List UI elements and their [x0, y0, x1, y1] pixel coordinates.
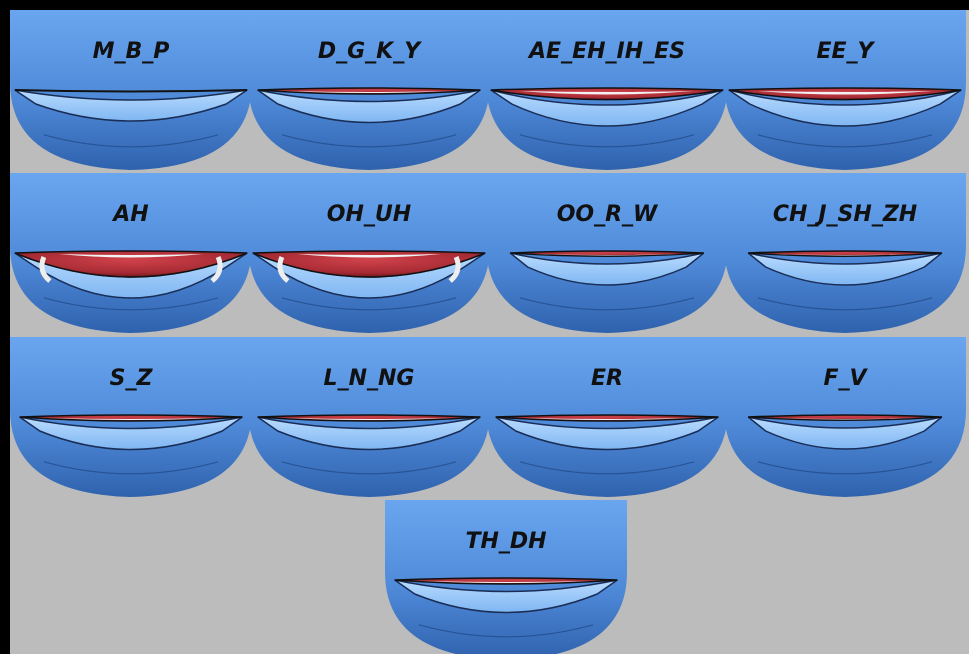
viseme-label: M_B_P: [93, 39, 170, 64]
viseme-tile: AH: [10, 173, 252, 333]
lower-lip: [728, 89, 962, 127]
chin-line: [519, 461, 695, 475]
viseme-label: TH_DH: [465, 529, 546, 554]
teeth-right: [448, 256, 461, 283]
viseme-label: EE_Y: [817, 39, 876, 64]
viseme-label: OO_R_W: [557, 202, 659, 227]
teeth-left: [277, 256, 290, 283]
chin-line: [519, 134, 695, 148]
mouth-opening: [510, 250, 704, 257]
head-shape: [10, 10, 252, 170]
teeth: [534, 254, 680, 256]
chin-line: [281, 461, 457, 475]
teeth: [519, 91, 695, 95]
teeth: [757, 91, 933, 95]
chin-line: [43, 461, 219, 475]
chin-line: [757, 297, 933, 311]
left-border: [0, 0, 10, 654]
teeth-left: [39, 256, 52, 283]
mouth-opening: [748, 250, 942, 257]
chin-line: [43, 297, 219, 311]
viseme-label: ER: [591, 366, 623, 391]
viseme-tile: OH_UH: [248, 173, 490, 333]
viseme-tile: S_Z: [10, 337, 252, 497]
mouth-opening: [14, 250, 248, 278]
viseme-tile: OO_R_W: [486, 173, 728, 333]
teeth: [772, 254, 918, 256]
teeth: [296, 254, 442, 258]
mouth-opening: [748, 414, 942, 421]
viseme-label: AE_EH_IH_ES: [527, 39, 685, 64]
lower-lip: [747, 252, 943, 286]
mouth-opening: [257, 414, 481, 422]
teeth: [422, 581, 590, 583]
viseme-tile: TH_DH: [385, 500, 627, 654]
chin-line: [281, 297, 457, 311]
viseme-tile: EE_Y: [724, 10, 966, 170]
mouth-opening: [394, 577, 618, 585]
viseme-label: CH_J_SH_ZH: [773, 202, 917, 227]
mouth-opening: [252, 250, 486, 278]
viseme-tile: M_B_P: [10, 10, 252, 170]
mouth-opening: [19, 414, 243, 422]
viseme-tile: ER: [486, 337, 728, 497]
lower-lip: [747, 416, 943, 450]
viseme-label: AH: [111, 202, 148, 227]
teeth: [47, 418, 215, 420]
viseme-tile: F_V: [724, 337, 966, 497]
viseme-tile: D_G_K_Y: [248, 10, 490, 170]
mouth-opening: [257, 87, 481, 95]
chin-line: [281, 134, 457, 148]
chin-line: [418, 624, 594, 638]
chin-line: [519, 297, 695, 311]
viseme-tile: L_N_NG: [248, 337, 490, 497]
teeth: [523, 418, 691, 420]
viseme-label: S_Z: [110, 366, 154, 391]
viseme-label: D_G_K_Y: [318, 39, 422, 64]
teeth: [772, 418, 918, 420]
teeth: [58, 254, 204, 258]
mouth-line: [14, 89, 248, 93]
viseme-tile: CH_J_SH_ZH: [724, 173, 966, 333]
viseme-tile: AE_EH_IH_ES: [486, 10, 728, 170]
mouth-opening: [495, 414, 719, 422]
viseme-label: L_N_NG: [324, 366, 415, 391]
head-shape: [385, 500, 627, 654]
chin-line: [43, 134, 219, 148]
lower-lip: [490, 89, 724, 127]
chin-line: [757, 134, 933, 148]
lower-lip: [14, 89, 248, 122]
chin-line: [757, 461, 933, 475]
teeth: [285, 91, 453, 93]
teeth: [285, 418, 453, 420]
viseme-label: OH_UH: [327, 202, 411, 227]
viseme-label: F_V: [823, 366, 868, 391]
teeth-right: [210, 256, 223, 283]
lower-lip: [509, 252, 705, 286]
top-border: [0, 0, 969, 10]
